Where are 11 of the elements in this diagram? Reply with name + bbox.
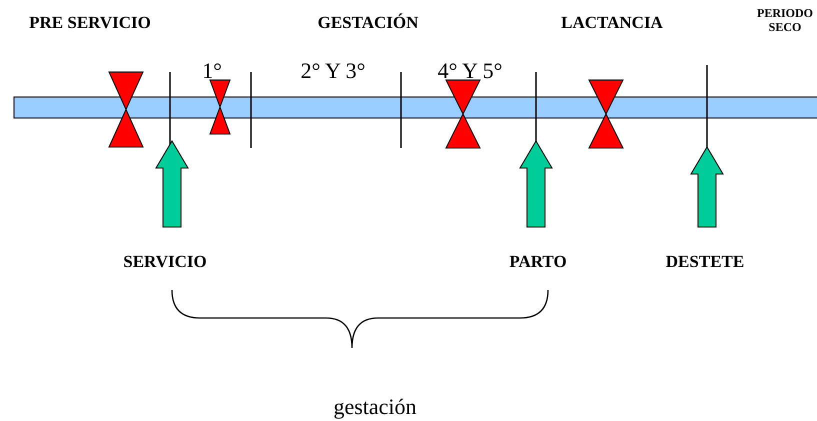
stage-label: 4° Y 5° <box>436 57 504 85</box>
event-label: SERVICIO <box>122 251 208 273</box>
event-label: DESTETE <box>664 251 746 273</box>
phase-label: PERIODO SECO <box>756 6 814 34</box>
event-label: PARTO <box>508 251 568 273</box>
stage-label: 2° Y 3° <box>300 57 366 85</box>
stage-label: 1° <box>201 57 223 85</box>
phase-label: PRE SERVICIO <box>28 12 152 34</box>
phase-label: LACTANCIA <box>560 12 664 34</box>
phase-label: GESTACIÓN <box>316 12 420 34</box>
brace-label: gestación <box>332 393 418 421</box>
